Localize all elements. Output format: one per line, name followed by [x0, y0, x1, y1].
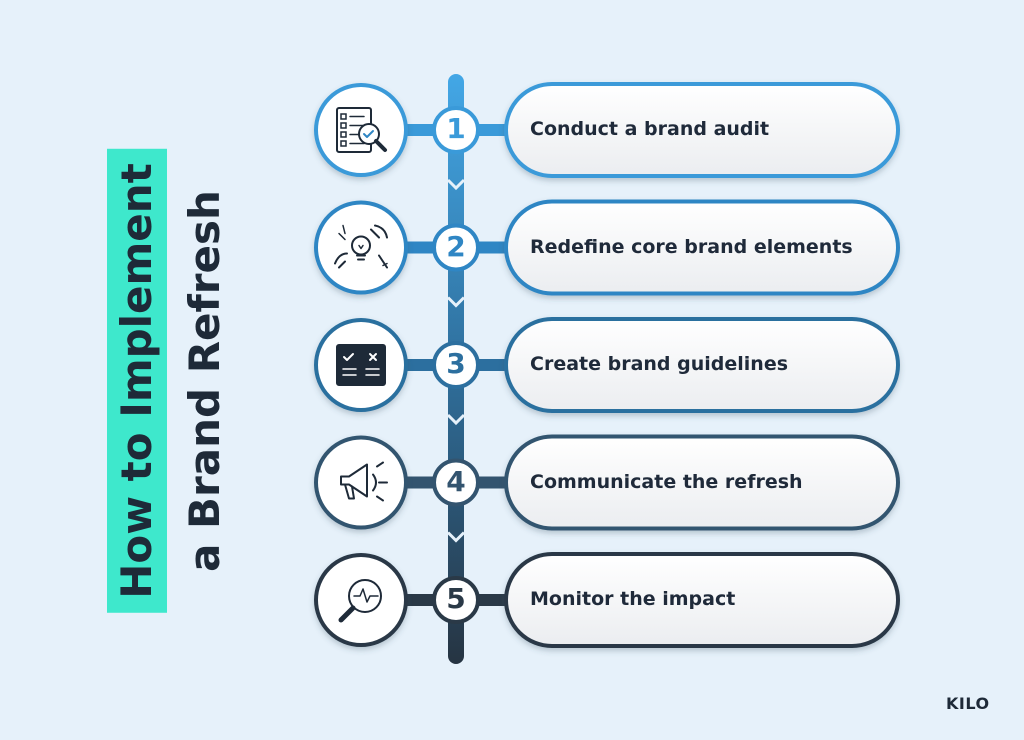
step-label-3: Create brand guidelines	[530, 353, 789, 375]
step-label-1: Conduct a brand audit	[530, 118, 770, 140]
checklist-magnifier-icon	[336, 107, 387, 153]
step-number-4: 4	[446, 464, 466, 498]
number-circle	[432, 106, 480, 154]
step-label-4: Communicate the refresh	[530, 470, 803, 493]
step-number-1: 1	[446, 112, 466, 145]
number-circle	[432, 341, 480, 389]
step-5	[314, 552, 900, 648]
step-number-2: 2	[446, 229, 466, 263]
number-circle	[432, 458, 480, 507]
spine-arrow	[446, 296, 466, 308]
step-4	[314, 434, 900, 531]
step-label-2: Redefine core brand elements	[530, 235, 853, 258]
step-2	[314, 199, 900, 296]
megaphone-icon	[340, 461, 388, 502]
number-circle	[432, 576, 480, 624]
spine-arrow	[446, 531, 466, 543]
magnifier-pulse-icon	[338, 579, 382, 623]
spine-arrow	[446, 413, 466, 426]
spine-arrow	[446, 178, 466, 191]
step-number-3: 3	[446, 347, 466, 380]
step-pill	[504, 434, 900, 531]
kilo-logo: KILO	[946, 694, 990, 713]
step-pill	[504, 552, 900, 648]
step-pill	[504, 82, 900, 178]
lightbulb-hands-icon	[334, 224, 388, 269]
number-circle	[432, 223, 480, 272]
icon-circle	[314, 553, 408, 647]
step-label-5: Monitor the impact	[530, 588, 736, 610]
guideline-book-icon	[336, 344, 386, 386]
step-number-5: 5	[446, 582, 466, 615]
icon-circle	[314, 435, 408, 530]
step-pill	[504, 317, 900, 413]
step-1	[314, 82, 900, 178]
step-3	[314, 317, 900, 413]
step-pill	[504, 199, 900, 296]
